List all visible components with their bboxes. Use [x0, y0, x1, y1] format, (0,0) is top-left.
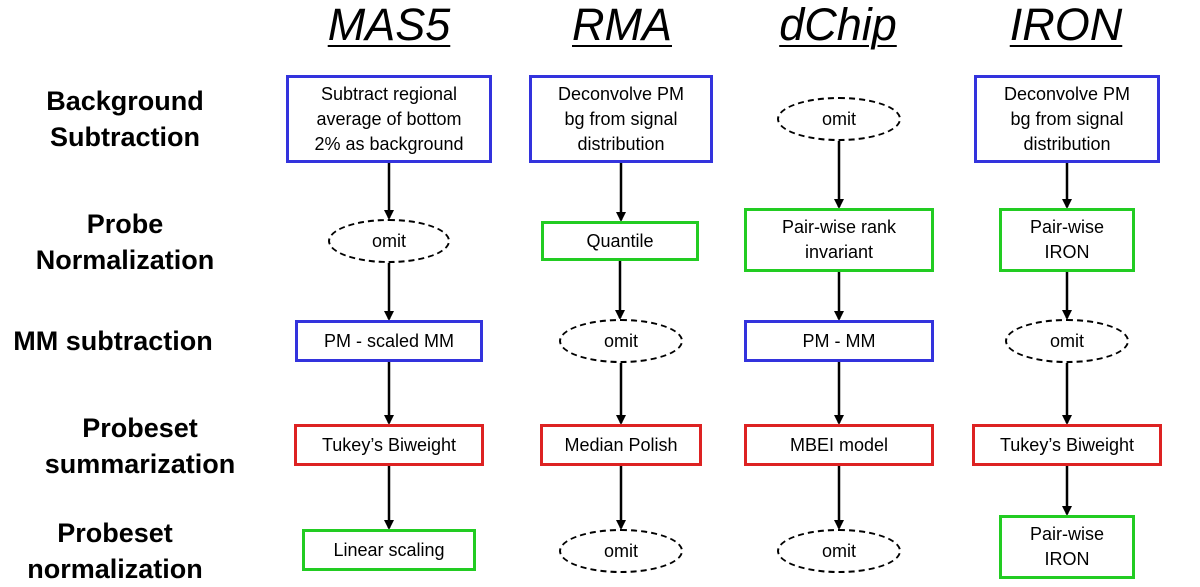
node-mas5-probe-normalization: omit — [328, 219, 450, 263]
node-label: Median Polish — [564, 434, 678, 455]
step-label-line: normalization — [27, 554, 203, 584]
node-dchip-background: omit — [777, 97, 901, 141]
node-rma-probe-normalization: Quantile — [541, 221, 699, 261]
node-label: Pair-wise rank invariant — [781, 217, 897, 262]
node-label: MBEI model — [789, 434, 889, 455]
node-label: omit — [371, 230, 406, 251]
column-title-rma: RMA — [572, 0, 672, 50]
node-label: Linear scaling — [333, 539, 445, 560]
node-dchip-mm-subtraction: PM - MM — [744, 320, 934, 362]
step-label-background: Background Subtraction — [20, 83, 230, 155]
node-iron-mm-subtraction: omit — [1005, 319, 1129, 363]
node-rma-probeset-normalization: omit — [559, 529, 683, 573]
node-mas5-probeset-normalization: Linear scaling — [302, 529, 476, 571]
node-label: omit — [821, 540, 856, 561]
node-label: Tukey’s Biweight — [999, 434, 1135, 455]
step-label-line: Probe — [86, 209, 164, 239]
step-label-line: Probeset — [82, 413, 198, 443]
node-rma-background: Deconvolve PM bg from signal distributio… — [529, 75, 713, 163]
node-label: Deconvolve PM bg from signal distributio… — [557, 83, 685, 154]
node-iron-probe-normalization: Pair-wise IRON — [999, 208, 1135, 272]
node-label: omit — [821, 108, 856, 129]
node-label: PM - scaled MM — [323, 330, 455, 351]
step-label-probe-normalization: Probe Normalization — [20, 206, 230, 278]
node-iron-summarization: Tukey’s Biweight — [972, 424, 1162, 466]
step-label-probeset-summarization: Probeset summarization — [40, 410, 240, 482]
node-iron-background: Deconvolve PM bg from signal distributio… — [974, 75, 1160, 163]
step-label-mm-subtraction: MM subtraction — [0, 323, 226, 359]
node-dchip-probe-normalization: Pair-wise rank invariant — [744, 208, 934, 272]
node-rma-summarization: Median Polish — [540, 424, 702, 466]
node-label: Pair-wise IRON — [1029, 524, 1104, 569]
step-label-line: MM subtraction — [13, 326, 213, 356]
node-label: Pair-wise IRON — [1029, 217, 1104, 262]
node-dchip-summarization: MBEI model — [744, 424, 934, 466]
node-iron-probeset-normalization: Pair-wise IRON — [999, 515, 1135, 579]
node-mas5-mm-subtraction: PM - scaled MM — [295, 320, 483, 362]
node-mas5-background: Subtract regional average of bottom 2% a… — [286, 75, 492, 163]
step-label-line: Background — [46, 86, 204, 116]
node-label: PM - MM — [802, 330, 876, 351]
column-title-iron: IRON — [1009, 0, 1123, 50]
step-label-line: summarization — [44, 449, 236, 479]
node-label: omit — [1049, 330, 1084, 351]
column-title-mas5: MAS5 — [327, 0, 451, 50]
step-label-line: Normalization — [35, 245, 215, 275]
node-label: omit — [603, 540, 638, 561]
node-mas5-summarization: Tukey’s Biweight — [294, 424, 484, 466]
node-rma-mm-subtraction: omit — [559, 319, 683, 363]
node-label: Tukey’s Biweight — [321, 434, 457, 455]
step-label-line: Probeset — [57, 518, 173, 548]
node-dchip-probeset-normalization: omit — [777, 529, 901, 573]
node-label: Subtract regional average of bottom 2% a… — [314, 83, 464, 154]
column-title-dchip: dChip — [779, 0, 897, 50]
node-label: omit — [603, 330, 638, 351]
step-label-probeset-normalization: Probeset normalization — [10, 515, 220, 587]
node-label: Deconvolve PM bg from signal distributio… — [1003, 83, 1131, 154]
step-label-line: Subtraction — [49, 122, 200, 152]
node-label: Quantile — [586, 230, 654, 251]
